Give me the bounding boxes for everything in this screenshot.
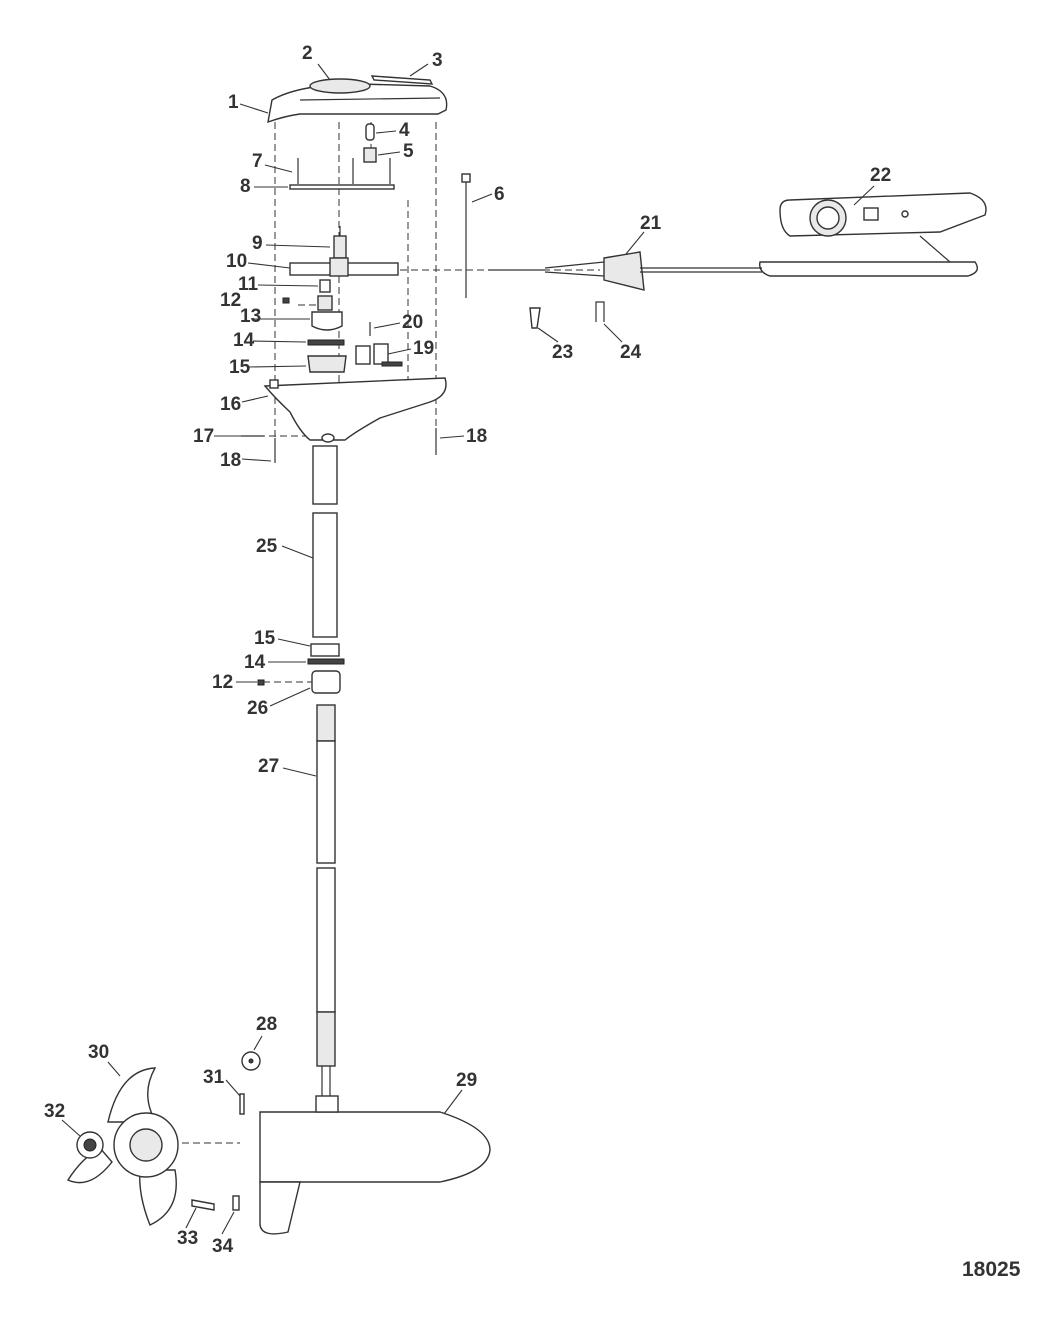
bearing-ring <box>307 339 345 346</box>
callout-21: 21 <box>640 213 662 234</box>
callout-13: 13 <box>240 306 261 327</box>
motor-shaft <box>316 704 336 1096</box>
potentiometer <box>333 226 347 259</box>
lower-set-screw <box>257 679 265 686</box>
prop-nut <box>76 1131 104 1159</box>
set-screw <box>282 297 290 304</box>
steering-gear <box>311 295 343 331</box>
lower-bushing <box>310 643 340 657</box>
callout-22: 22 <box>870 165 891 186</box>
callout-31: 31 <box>203 1067 225 1088</box>
callout-8: 8 <box>240 176 251 197</box>
callout-5: 5 <box>403 141 414 162</box>
bushing <box>307 355 347 373</box>
upper-shaft <box>312 445 338 505</box>
callout-28: 28 <box>256 1014 277 1035</box>
drive-pin <box>239 1093 245 1115</box>
composite-shaft <box>312 512 338 638</box>
leader-lines <box>61 63 875 1235</box>
callout-24: 24 <box>620 342 642 363</box>
foot-pedal <box>759 192 987 277</box>
head-screws <box>241 428 437 463</box>
pedal-cable <box>488 251 762 291</box>
callout-11: 11 <box>238 274 259 295</box>
callout-12-upper: 12 <box>220 290 241 311</box>
gasket-plate <box>289 184 395 190</box>
callout-20: 20 <box>402 312 423 333</box>
callout-4: 4 <box>399 120 410 141</box>
spacer <box>319 279 331 293</box>
wire-nuts <box>529 307 541 329</box>
callout-10: 10 <box>226 251 247 272</box>
callout-14-lower: 14 <box>244 652 266 673</box>
cover-decal <box>370 75 434 85</box>
cover-screws <box>297 158 391 184</box>
circuit-board <box>355 343 403 367</box>
top-cover <box>267 83 448 124</box>
mounting-bracket <box>289 257 399 277</box>
callout-labels: 1 2 3 4 5 6 7 8 9 10 11 12 13 14 15 16 1… <box>44 43 1021 1281</box>
callout-32: 32 <box>44 1101 65 1122</box>
callout-9: 9 <box>252 233 263 254</box>
callout-15-lower: 15 <box>254 628 276 649</box>
callout-34: 34 <box>212 1236 234 1257</box>
switch-knob <box>365 123 375 141</box>
callout-15-upper: 15 <box>229 357 251 378</box>
cover-cap <box>309 78 371 94</box>
callout-26: 26 <box>247 698 268 719</box>
callout-30: 30 <box>88 1042 109 1063</box>
callout-12-lower: 12 <box>212 672 233 693</box>
callout-25: 25 <box>256 536 278 557</box>
callout-18-right: 18 <box>466 426 487 447</box>
cable-tie <box>461 173 471 298</box>
collar <box>311 670 341 694</box>
cable-clip <box>595 301 605 322</box>
callout-29: 29 <box>456 1070 477 1091</box>
prop-washer <box>241 1051 261 1071</box>
callout-27: 27 <box>258 756 279 777</box>
callout-33: 33 <box>177 1228 198 1249</box>
head-housing <box>263 377 447 443</box>
lower-pin <box>232 1195 240 1211</box>
callout-23: 23 <box>552 342 573 363</box>
callout-7: 7 <box>252 151 263 172</box>
figure-number: 18025 <box>962 1258 1021 1281</box>
propeller <box>66 1067 179 1226</box>
callout-16: 16 <box>220 394 241 415</box>
switch-body <box>363 147 377 163</box>
lower-bearing-ring <box>307 658 345 665</box>
callout-18-left: 18 <box>220 450 241 471</box>
callout-3: 3 <box>432 50 443 71</box>
callout-14-upper: 14 <box>233 330 255 351</box>
lower-screw <box>191 1199 215 1211</box>
callout-17: 17 <box>193 426 214 447</box>
callout-19: 19 <box>413 338 434 359</box>
lower-unit-motor <box>259 1095 491 1235</box>
callout-1: 1 <box>228 92 239 113</box>
callout-6: 6 <box>494 184 505 205</box>
callout-2: 2 <box>302 43 313 64</box>
